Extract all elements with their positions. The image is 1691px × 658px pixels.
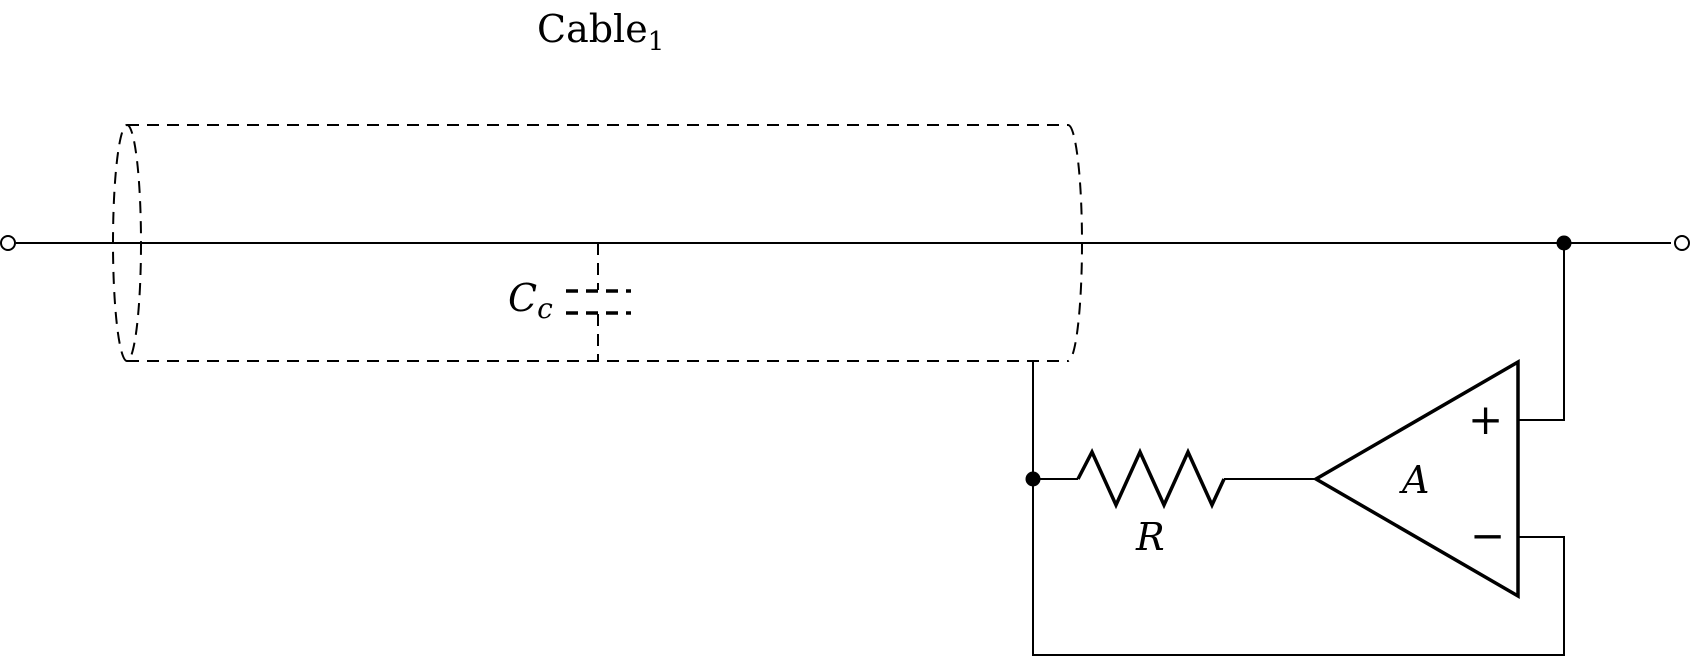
amplifier-triangle	[1312, 358, 1520, 600]
amplifier-label: A	[1399, 458, 1429, 502]
input-terminal	[0, 235, 16, 251]
shield-drive-wire	[1032, 361, 1565, 656]
plus-input-wire	[1518, 243, 1565, 421]
amplifier-plus-sign: +	[1468, 395, 1503, 444]
capacitor-label: Cc	[508, 276, 553, 325]
coupling-capacitor	[566, 243, 631, 361]
amplifier-minus-sign: −	[1470, 511, 1505, 560]
cable-label: Cable1	[537, 7, 664, 57]
capacitor-label-subscript: c	[537, 292, 553, 325]
capacitor-label-text: C	[508, 276, 537, 320]
cable-label-text: Cable	[537, 7, 648, 51]
cable-label-subscript: 1	[648, 27, 665, 57]
resistor	[1076, 447, 1226, 510]
output-terminal	[1674, 235, 1690, 251]
resistor-label: R	[1135, 515, 1165, 559]
